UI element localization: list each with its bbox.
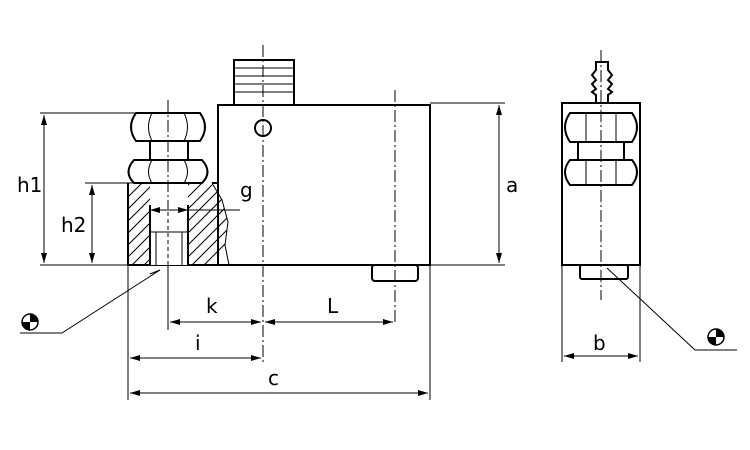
- dim-L-label: L: [327, 294, 339, 318]
- centre-of-gravity-icon: [21, 313, 39, 331]
- block-body: [217, 104, 431, 266]
- side-connector: [590, 61, 614, 103]
- dim-k-label: k: [206, 294, 218, 318]
- dimensions: h1 h2 g k L i c a b: [17, 102, 641, 400]
- cog-front: [20, 269, 161, 334]
- dim-b-label: b: [593, 331, 606, 355]
- centre-of-gravity-icon: [707, 328, 725, 346]
- dim-g-label: g: [240, 178, 253, 202]
- dim-h1-label: h1: [17, 173, 42, 197]
- bolt-head: [130, 112, 206, 142]
- dim-a-label: a: [506, 173, 518, 197]
- cog-side: [606, 267, 737, 351]
- side-view: [561, 50, 641, 300]
- lock-nut: [127, 159, 209, 184]
- dim-i-label: i: [195, 331, 201, 355]
- front-view: [127, 45, 431, 365]
- cable-connector: [233, 59, 295, 106]
- dim-c-label: c: [268, 366, 279, 390]
- dim-h2-label: h2: [61, 213, 86, 237]
- clamp-section: [127, 182, 230, 266]
